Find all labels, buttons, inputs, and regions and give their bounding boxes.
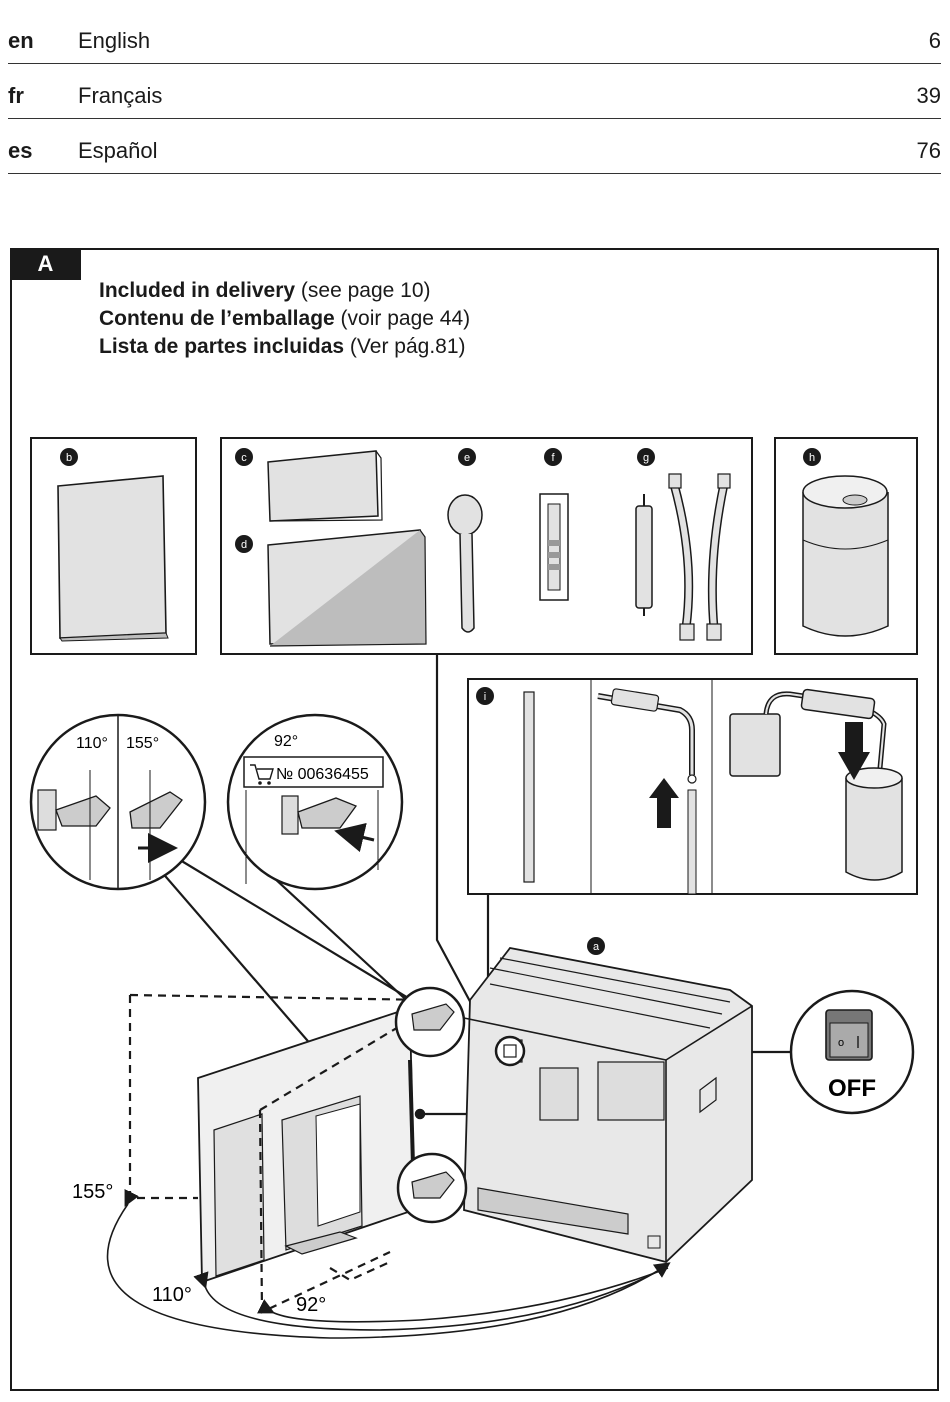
lang-page-number[interactable]: 6 <box>928 28 941 53</box>
delivery-line-fr: Contenu de l’emballage (voir page 44) <box>99 307 470 331</box>
delivery-line-en: Included in delivery (see page 10) <box>99 279 431 303</box>
delivery-heading: Contenu de l’emballage <box>99 307 335 330</box>
lang-row-en: en English 6 <box>8 8 941 64</box>
figure-frame <box>10 248 939 1391</box>
delivery-heading: Included in delivery <box>99 279 296 302</box>
delivery-line-es: Lista de partes incluidas (Ver pág.81) <box>99 335 466 359</box>
lang-name[interactable]: Français <box>78 83 163 108</box>
lang-page-number[interactable]: 76 <box>916 138 941 163</box>
lang-name[interactable]: English <box>78 28 151 53</box>
lang-row-es: es Español 76 <box>8 118 941 174</box>
delivery-heading: Lista de partes incluidas <box>99 335 345 358</box>
lang-page-number[interactable]: 39 <box>916 83 941 108</box>
figure-tag: A <box>10 248 81 280</box>
lang-name[interactable]: Español <box>78 138 158 163</box>
lang-code: fr <box>8 83 24 108</box>
delivery-ref: (Ver pág.81) <box>344 335 466 358</box>
lang-row-fr: fr Français 39 <box>8 63 941 119</box>
delivery-ref: (voir page 44) <box>334 307 471 330</box>
lang-code: en <box>8 28 34 53</box>
delivery-ref: (see page 10) <box>295 279 431 302</box>
lang-code: es <box>8 138 33 163</box>
